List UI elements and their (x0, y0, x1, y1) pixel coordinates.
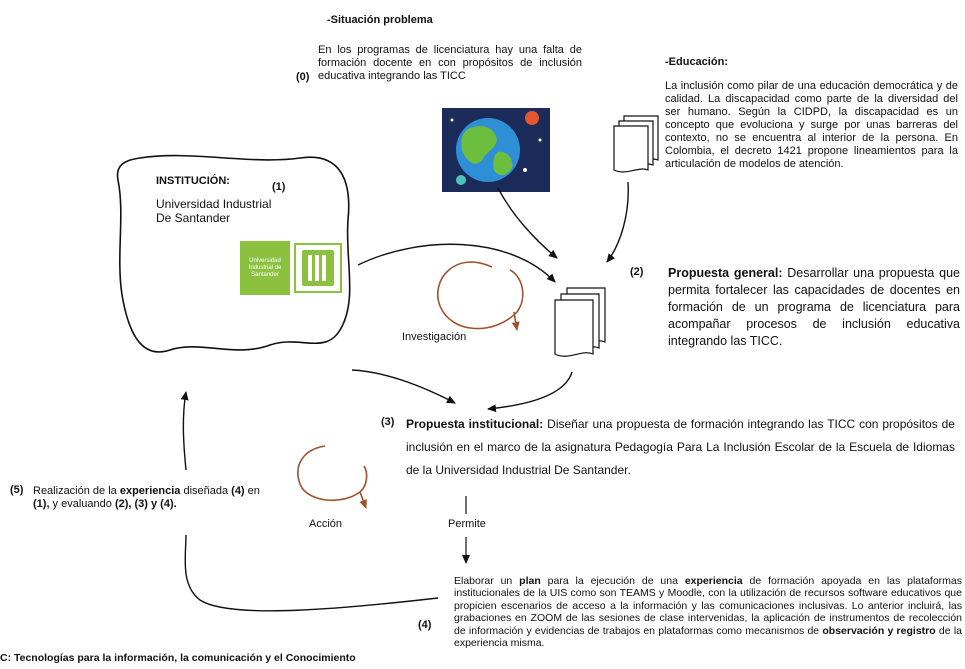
permite-label: Permite (448, 518, 486, 530)
uis-logo-emblem: UIS (294, 243, 342, 293)
documents-icon-propuesta (554, 287, 606, 357)
footnote: C: Tecnologías para la información, la c… (0, 652, 356, 664)
institucion-title: INSTITUCIÓN: (156, 175, 230, 187)
plan-text: Elaborar un plan para la ejecución de un… (454, 575, 962, 650)
situacion-text: En los programas de licenciatura hay una… (318, 44, 582, 82)
uis-logo: Universidad Industrial de Santander UIS (240, 241, 348, 295)
situacion-marker: (0) (296, 71, 310, 83)
plan-marker: (4) (418, 619, 432, 631)
investigacion-label: Investigación (402, 331, 467, 343)
globe-icon (442, 108, 550, 192)
propuesta-institucional-marker: (3) (381, 416, 395, 428)
propuesta-general-label: Propuesta general: (668, 266, 783, 280)
accion-label: Acción (309, 518, 343, 530)
propuesta-institucional-text: Propuesta institucional: Diseñar una pro… (406, 413, 955, 482)
realizacion-text: Realización de la experiencia diseñada (… (33, 485, 260, 510)
realizacion-marker: (5) (10, 484, 24, 496)
uis-logo-mark: UIS (296, 245, 297, 246)
educacion-title: -Educación: (665, 56, 728, 68)
institucion-marker: (1) (272, 181, 286, 193)
propuesta-general-marker: (2) (630, 266, 644, 278)
documents-icon-educacion (613, 115, 659, 173)
propuesta-general-body: Desarrollar una propuesta que permita fo… (668, 266, 960, 348)
investigacion-cycle-arrow (511, 311, 520, 331)
educacion-text: La inclusión como pilar de una educación… (665, 80, 958, 170)
uis-logo-wordmark: Universidad Industrial de Santander (240, 241, 290, 295)
institucion-name: Universidad Industrial De Santander (156, 197, 272, 225)
institution-cloud (116, 154, 351, 353)
situacion-title: -Situación problema (327, 14, 433, 26)
propuesta-institucional-body: Diseñar una propuesta de formación integ… (406, 417, 955, 477)
propuesta-institucional-label: Propuesta institucional: (406, 417, 544, 431)
propuesta-general-text: Propuesta general: Desarrollar una propu… (668, 265, 960, 350)
accion-cycle-arrow (359, 491, 367, 509)
